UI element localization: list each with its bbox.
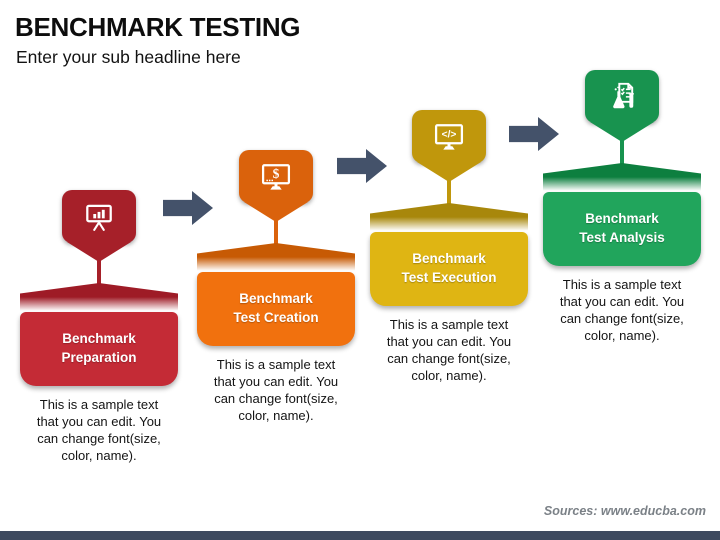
page-title: BENCHMARK TESTING <box>15 12 301 42</box>
step-title-box: Benchmark Test Execution <box>370 232 528 306</box>
step-title-line2: Test Execution <box>401 270 497 285</box>
page-subtitle: Enter your sub headline here <box>16 47 241 67</box>
connector-stem <box>97 258 101 285</box>
step-description: This is a sample text that you can edit.… <box>559 277 685 344</box>
banner-shine <box>543 177 701 192</box>
step-title-box: Benchmark Test Analysis <box>543 192 701 266</box>
connector-stem <box>447 178 451 205</box>
step-title-line2: Test Creation <box>233 310 319 325</box>
banner-roof <box>20 283 178 297</box>
step-benchmark-preparation: Benchmark Preparation This is a sample t… <box>20 190 178 490</box>
step-benchmark-test-analysis: Benchmark Test Analysis This is a sample… <box>543 70 701 370</box>
step-title-line1: Benchmark <box>239 291 313 307</box>
source-credit: Sources: www.educba.com <box>543 504 706 518</box>
step-title: Benchmark Test Creation <box>233 290 318 328</box>
banner-roof <box>543 163 701 177</box>
step-benchmark-test-creation: $ Benchmark Test Creation This is a samp… <box>197 150 355 450</box>
banner-shine <box>197 257 355 272</box>
step-description: This is a sample text that you can edit.… <box>213 357 339 424</box>
step-icon-badge <box>62 190 136 243</box>
step-title-line1: Benchmark <box>585 211 659 227</box>
step-benchmark-test-execution: </> Benchmark Test Execution This is a s… <box>370 110 528 410</box>
step-icon-badge: </> <box>412 110 486 163</box>
step-title-line2: Preparation <box>61 350 137 365</box>
step-title: Benchmark Test Analysis <box>579 210 665 248</box>
svg-text:</>: </> <box>442 129 457 140</box>
step-description: This is a sample text that you can edit.… <box>36 397 162 464</box>
footer-bar <box>0 531 720 540</box>
banner-shine <box>370 217 528 232</box>
step-icon-badge <box>585 70 659 123</box>
step-description: This is a sample text that you can edit.… <box>386 317 512 384</box>
step-title: Benchmark Preparation <box>61 330 136 368</box>
banner-shine <box>20 297 178 312</box>
step-icon-badge: $ <box>239 150 313 203</box>
banner-roof <box>197 243 355 257</box>
step-title-line1: Benchmark <box>62 331 136 347</box>
banner-roof <box>370 203 528 217</box>
step-title-line2: Test Analysis <box>579 230 665 245</box>
presentation-chart-icon <box>81 199 117 235</box>
connector-stem <box>620 138 624 165</box>
step-title: Benchmark Test Execution <box>401 250 496 288</box>
step-title-box: Benchmark Test Creation <box>197 272 355 346</box>
monitor-dollar-icon: $ <box>258 159 294 195</box>
svg-text:$: $ <box>273 166 280 181</box>
monitor-code-icon: </> <box>431 119 467 155</box>
step-title-box: Benchmark Preparation <box>20 312 178 386</box>
connector-stem <box>274 218 278 245</box>
flask-checklist-icon <box>604 79 640 115</box>
step-title-line1: Benchmark <box>412 251 486 267</box>
